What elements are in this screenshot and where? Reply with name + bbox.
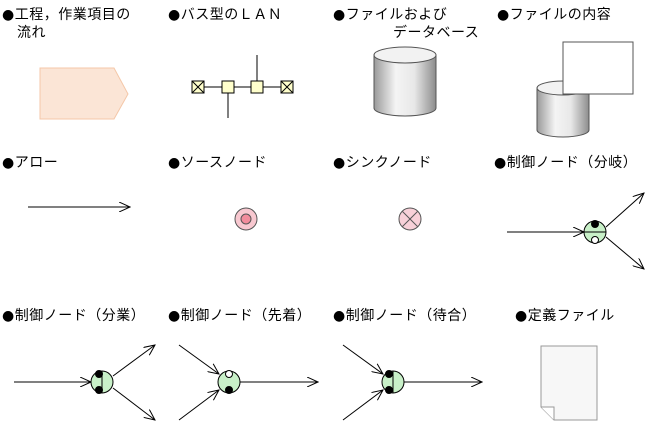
- lan-node-1: [221, 80, 235, 94]
- process-flow-label-line2: 流れ: [17, 25, 46, 41]
- sink-node-icon: [398, 207, 422, 231]
- control-first-label: ●制御ノード（先着）: [168, 308, 312, 324]
- control-branch-label: ●制御ノード（分岐）: [494, 155, 638, 171]
- control-divide-node: [14, 345, 155, 420]
- process-flow-label: ●工程，作業項目の: [2, 7, 131, 23]
- lan-terminator-left: [191, 80, 205, 94]
- process-flow-shape: [39, 67, 129, 120]
- control-wait-label: ●制御ノード（待合）: [333, 308, 477, 324]
- bus-lan-label: ●バス型のＬＡＮ: [168, 7, 283, 23]
- lan-terminator-right: [280, 80, 294, 94]
- control-wait-node: [342, 344, 482, 421]
- control-first-node: [178, 344, 318, 421]
- file-contents-label: ●ファイルの内容: [497, 7, 612, 23]
- lan-node-2: [250, 80, 264, 94]
- file-db-label: ●ファイルおよび: [333, 7, 448, 23]
- file-db-label-line2: データベース: [393, 25, 480, 41]
- sink-node-label: ●シンクノード: [333, 155, 432, 171]
- arrow-label: ●アロー: [2, 155, 59, 171]
- database-cylinder-icon: [373, 46, 437, 117]
- definition-file-icon: [540, 345, 598, 421]
- control-branch-node: [507, 193, 644, 269]
- definition-file-label: ●定義ファイル: [515, 308, 615, 324]
- file-contents-icon: [536, 41, 634, 138]
- source-node-icon: [234, 207, 258, 231]
- bus-lan-shape: [191, 55, 294, 118]
- source-node-label: ●ソースノード: [168, 155, 268, 171]
- control-divide-label: ●制御ノード（分業）: [2, 308, 146, 324]
